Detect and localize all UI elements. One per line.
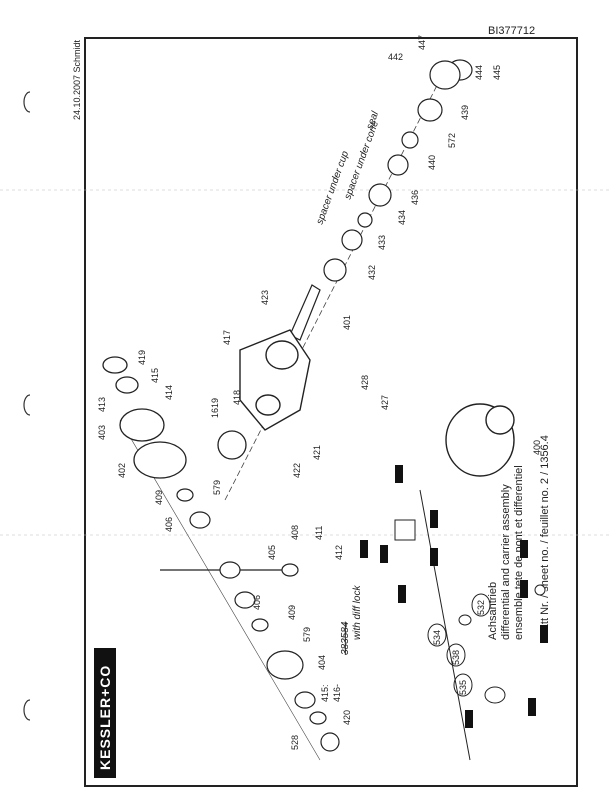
label-436: 436 bbox=[410, 190, 420, 205]
label-432: 432 bbox=[367, 265, 377, 280]
label-408: 408 bbox=[290, 525, 300, 540]
label-445: 445 bbox=[492, 65, 502, 80]
spacer-440 bbox=[387, 154, 409, 176]
label-409-bottom: 409 bbox=[287, 605, 297, 620]
shim-434 bbox=[357, 212, 373, 228]
label-409-top: 409 bbox=[154, 490, 164, 505]
label-447: 447 bbox=[417, 35, 427, 50]
note-struck-number: 383584 bbox=[340, 621, 351, 655]
label-416: 416- bbox=[332, 684, 342, 702]
label-534: 534 bbox=[432, 630, 442, 645]
label-440: 440 bbox=[427, 155, 437, 170]
label-415: 415 bbox=[150, 368, 160, 383]
label-579-bottom: 579 bbox=[302, 627, 312, 642]
carrier-housing-417 bbox=[239, 329, 311, 431]
label-421: 421 bbox=[312, 445, 322, 460]
label-406-bottom: 406 bbox=[252, 595, 262, 610]
label-420: 420 bbox=[342, 710, 352, 725]
label-403: 403 bbox=[97, 425, 107, 440]
label-434: 434 bbox=[397, 210, 407, 225]
pinion-stack bbox=[289, 59, 473, 341]
side-flange-parts bbox=[102, 356, 247, 479]
punch-hole-mark bbox=[23, 699, 31, 721]
label-422: 422 bbox=[292, 463, 302, 478]
note-diff-lock: with diff lock bbox=[352, 585, 363, 640]
document-id: BI377712 bbox=[488, 25, 535, 37]
part-labels: 442 447 444 445 439 572 440 436 434 433 … bbox=[97, 35, 542, 750]
label-413: 413 bbox=[97, 397, 107, 412]
diff-lock-parts bbox=[394, 489, 546, 761]
title-line-en: differential and carrier assembly bbox=[500, 484, 512, 640]
title-line-de: Achsantrieb bbox=[487, 582, 499, 640]
circled-callouts bbox=[427, 593, 491, 697]
label-401: 401 bbox=[342, 315, 352, 330]
ring-419 bbox=[102, 356, 128, 374]
punch-hole-mark bbox=[23, 91, 31, 113]
label-535: 535 bbox=[458, 680, 468, 695]
drawing-frame bbox=[84, 37, 578, 787]
hatched-blocks bbox=[360, 465, 548, 728]
label-400: 400 bbox=[532, 440, 542, 455]
ring-gear-402 bbox=[133, 441, 187, 479]
label-414: 414 bbox=[164, 385, 174, 400]
bearing-432 bbox=[323, 258, 347, 282]
label-411: 411 bbox=[314, 526, 324, 540]
bearing-436 bbox=[368, 183, 392, 207]
date-author: 24.10.2007 Schmidt bbox=[72, 39, 82, 120]
label-417: 417 bbox=[222, 330, 232, 345]
label-423: 423 bbox=[260, 290, 270, 305]
label-532: 532 bbox=[476, 600, 486, 615]
assembly-400 bbox=[445, 403, 515, 477]
diff-case-404 bbox=[266, 650, 304, 680]
punch-hole-mark bbox=[23, 394, 31, 416]
label-412: 412 bbox=[334, 545, 344, 560]
label-439: 439 bbox=[460, 105, 470, 120]
label-442: 442 bbox=[388, 52, 403, 62]
label-418: 418 bbox=[232, 390, 242, 405]
sheet-number: Blatt Nr. / sheet no. / feuillet no. 2 /… bbox=[539, 435, 551, 640]
seal-415 bbox=[115, 376, 139, 394]
label-538: 538 bbox=[451, 650, 461, 665]
flange-444 bbox=[429, 60, 461, 90]
diff-cross-parts bbox=[160, 488, 340, 752]
label-433: 433 bbox=[377, 235, 387, 250]
label-444: 444 bbox=[474, 65, 484, 80]
label-415-bottom: 415: bbox=[320, 684, 330, 702]
pinion-401 bbox=[289, 284, 321, 341]
label-572: 572 bbox=[447, 133, 457, 148]
label-406-top: 406 bbox=[164, 517, 174, 532]
label-579-top: 579 bbox=[212, 480, 222, 495]
cup-433 bbox=[341, 229, 363, 251]
svg-text:KESSLER+CO: KESSLER+CO bbox=[97, 665, 113, 770]
kessler-logo: KESSLER+CO bbox=[94, 648, 116, 778]
label-1619: 1619 bbox=[210, 398, 220, 418]
oring-572 bbox=[401, 131, 419, 149]
label-402: 402 bbox=[117, 463, 127, 478]
cover-403 bbox=[119, 408, 165, 442]
label-427: 427 bbox=[380, 395, 390, 410]
label-419: 419 bbox=[137, 350, 147, 365]
label-405: 405 bbox=[267, 545, 277, 560]
label-528: 528 bbox=[290, 735, 300, 750]
bearing-1619 bbox=[217, 430, 247, 460]
label-404: 404 bbox=[317, 655, 327, 670]
label-428: 428 bbox=[360, 375, 370, 390]
seal-439 bbox=[417, 98, 443, 122]
